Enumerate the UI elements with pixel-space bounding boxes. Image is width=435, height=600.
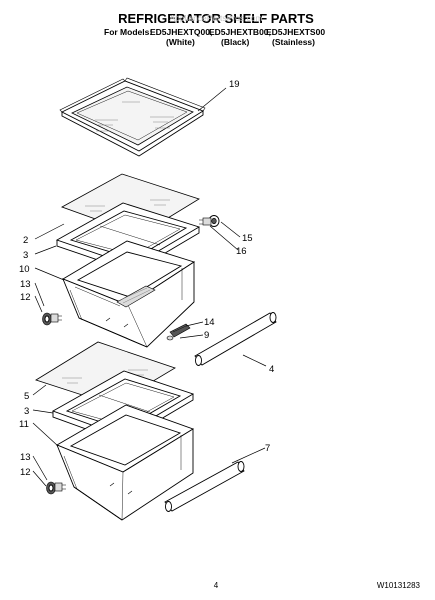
finish-white: (White) [166,37,195,47]
callout-11: 11 [19,419,29,430]
page-number: 4 [214,581,219,590]
watermark: AppliancePartsPros.com [169,13,262,23]
handle-screw-upper [42,312,62,326]
tube-lower [164,461,245,512]
model-white: ED5JHEXTQ00, [150,27,212,37]
callout-19: 19 [229,79,240,90]
models-label: For Models: [104,27,152,37]
callout-12-upper: 12 [20,292,31,303]
finish-stainless: (Stainless) [272,37,315,47]
header: REFRIGERATOR SHELF PARTS AppliancePartsP… [104,11,325,47]
page-title: REFRIGERATOR SHELF PARTS [118,11,314,26]
footer: 4 W10131283 [214,581,421,590]
document-number: W10131283 [377,581,421,590]
finish-black: (Black) [221,37,250,47]
callout-13-lower: 13 [20,452,31,463]
crisper-pan-lower [55,404,195,521]
model-black: ED5JHEXTB00, [209,27,271,37]
callout-15: 15 [242,233,253,244]
callout-16: 16 [236,246,247,257]
callout-3-lower: 3 [24,406,29,417]
callout-2: 2 [23,235,28,246]
crisper-pan-upper [61,240,196,348]
callout-13-upper: 13 [20,279,31,290]
model-stainless: ED5JHEXTS00 [266,27,325,37]
tube-upper [194,312,277,366]
slide-clip [166,323,191,341]
spacer-screw-right [199,215,220,227]
callout-10: 10 [19,264,30,275]
handle-screw-lower [46,481,66,495]
callout-12-lower: 12 [20,467,31,478]
callouts: 19 2 3 10 13 12 15 16 14 9 4 5 3 11 13 1… [19,79,274,478]
callout-4: 4 [269,364,274,375]
callout-7: 7 [265,443,270,454]
callout-3-upper: 3 [23,250,28,261]
glass-shelf-assembly [59,77,206,157]
callout-9: 9 [204,330,209,341]
callout-14: 14 [204,317,215,328]
leader-lines [32,87,267,487]
callout-5: 5 [24,391,29,402]
